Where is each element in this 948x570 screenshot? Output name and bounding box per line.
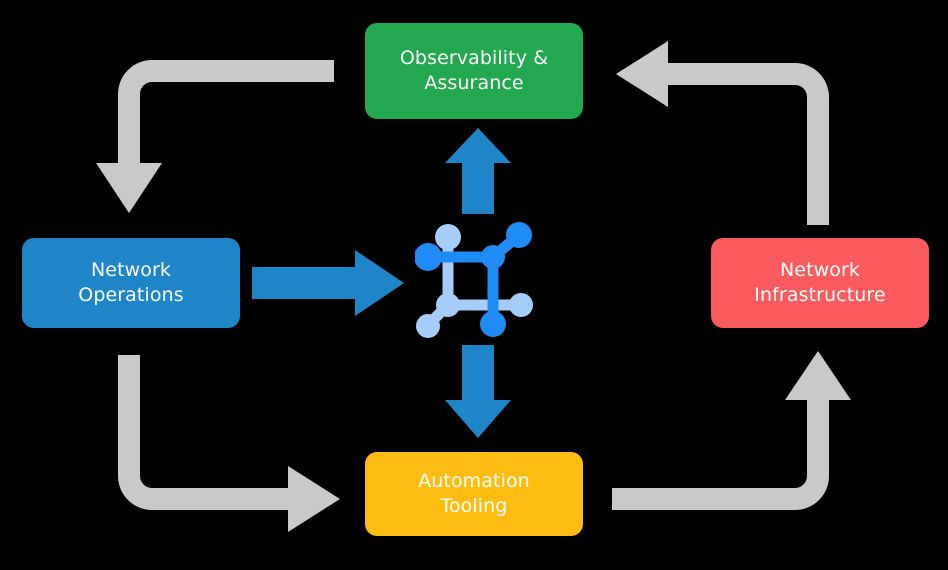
network-icon-primary-nodes: [414, 222, 532, 337]
blue-arrow-operations-to-core: [252, 250, 404, 316]
node-box-network-operations[interactable]: Network Operations: [22, 238, 240, 328]
gray-arrow-operations-to-automation: [118, 355, 340, 532]
network-icon-secondary-nodes: [416, 224, 533, 338]
node-box-observability[interactable]: Observability & Assurance: [365, 23, 583, 119]
blue-arrow-core-to-observability: [445, 128, 511, 214]
gray-arrow-infrastructure-to-observability: [616, 41, 829, 225]
node-box-network-infrastructure[interactable]: Network Infrastructure: [711, 238, 929, 328]
network-topology-icon: [414, 215, 543, 340]
blue-arrow-core-to-automation: [445, 345, 511, 438]
gray-arrow-automation-to-infrastructure: [612, 351, 851, 510]
gray-arrow-observability-to-operations: [96, 60, 334, 213]
node-box-automation-tooling[interactable]: Automation Tooling: [365, 452, 583, 536]
